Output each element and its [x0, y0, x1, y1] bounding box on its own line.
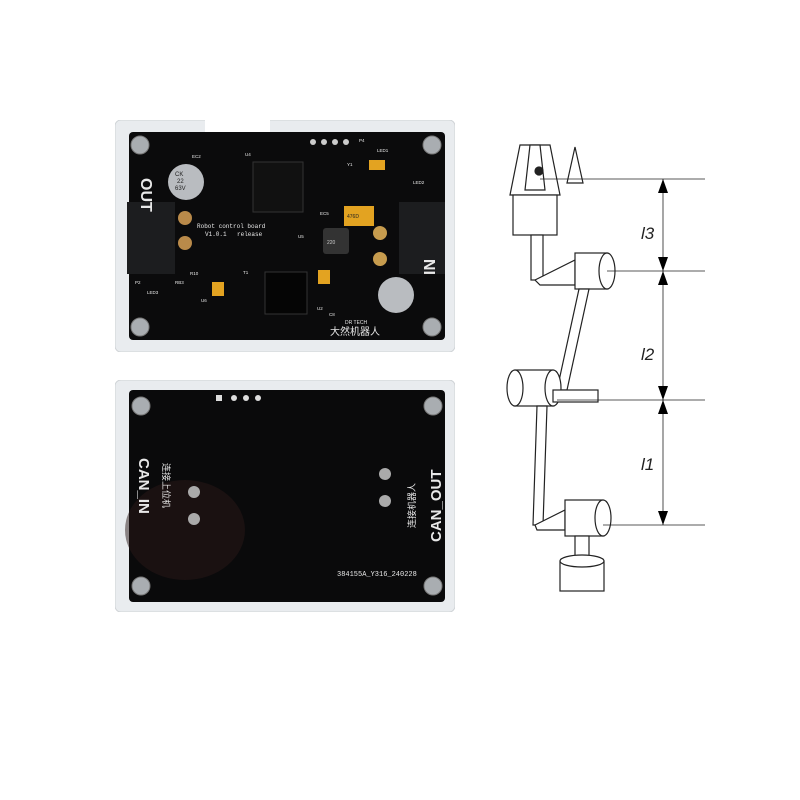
svg-text:U5: U5: [298, 234, 304, 239]
capacitor: [168, 164, 204, 200]
svg-text:R10: R10: [190, 271, 199, 276]
svg-text:EC2: EC2: [192, 154, 201, 159]
svg-text:RB3: RB3: [175, 280, 184, 285]
svg-text:LED3: LED3: [147, 290, 159, 295]
svg-text:P2: P2: [135, 280, 141, 285]
svg-text:EC5: EC5: [320, 211, 329, 216]
in-label: IN: [422, 259, 439, 275]
svg-text:P4: P4: [359, 138, 365, 143]
can-out-label: CAN_OUT: [428, 469, 445, 542]
inductor-text: 220: [327, 240, 336, 246]
arm-link-diagram: l3 l2 l1: [506, 144, 705, 592]
board-title: Robot control board: [197, 223, 266, 230]
arrowheads: [658, 179, 668, 525]
svg-text:LED1: LED1: [377, 148, 389, 153]
gripper: [509, 144, 584, 281]
brand-cn: 大然机器人: [330, 325, 380, 338]
cap-text: CK: [175, 172, 183, 178]
in-connector: [399, 202, 445, 274]
label-l3: l3: [641, 224, 655, 243]
svg-text:U2: U2: [317, 306, 323, 311]
can-in-cn-label: 连接上位机: [161, 463, 172, 508]
brand-logo-text: DR TECH: [345, 320, 368, 326]
svg-text:U6: U6: [201, 298, 207, 303]
mcu-chip: [252, 161, 304, 213]
svg-text:LED2: LED2: [413, 180, 425, 185]
cap-text: 63V: [175, 186, 186, 192]
top-board-photo: OUT IN Robot control board V1.0.1 releas…: [115, 120, 455, 352]
joint: [506, 369, 562, 407]
svg-text:Y1: Y1: [347, 162, 353, 167]
svg-text:T1: T1: [243, 270, 249, 275]
can-in-label: CAN_IN: [135, 458, 152, 514]
out-label: OUT: [137, 178, 154, 212]
label-l1: l1: [641, 455, 654, 474]
svg-text:U4: U4: [245, 152, 251, 157]
tantalum-text: 476D: [347, 214, 359, 220]
capacitor: [378, 277, 414, 313]
dimension-lines: [540, 178, 705, 526]
label-l2: l2: [641, 345, 655, 364]
cap-text: 22: [177, 179, 184, 185]
ref-designators: U4 U5 U6 Y1 EC2 EC5 P2 P4 LED1 LED2 LED3…: [135, 138, 425, 317]
joint: [564, 499, 612, 537]
out-connector: [127, 202, 175, 274]
pcb: [129, 132, 445, 340]
svg-text:C8: C8: [329, 312, 335, 317]
bottom-board-photo: CAN_IN 连接上位机 CAN_OUT 连接机器人 384155A_Y316_…: [115, 380, 455, 612]
serial-number: 384155A_Y316_240228: [337, 571, 417, 579]
can-out-cn-label: 连接机器人: [406, 483, 417, 528]
board-release: release: [237, 231, 263, 238]
board-version: V1.0.1: [205, 231, 227, 238]
